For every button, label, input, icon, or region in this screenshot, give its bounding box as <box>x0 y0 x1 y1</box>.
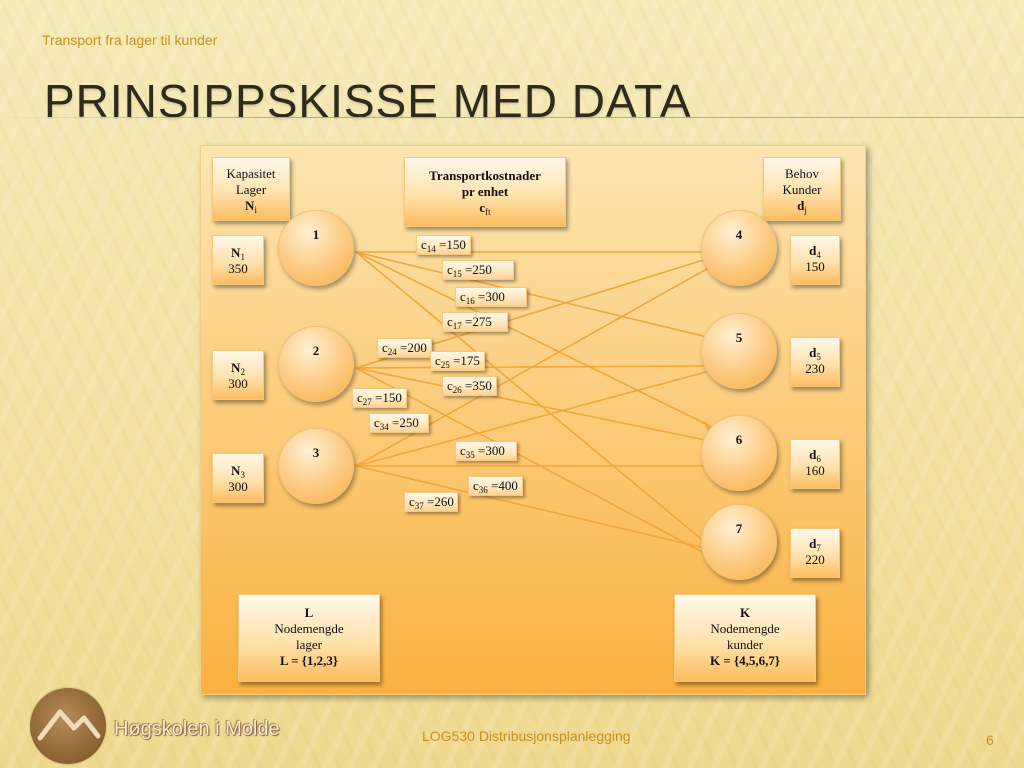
capacity-value: 300 <box>228 479 248 494</box>
demand-legend-line2: Kunder <box>782 182 822 197</box>
edge-1-6 <box>355 251 711 427</box>
demand-box-7: d7 220 <box>790 528 840 578</box>
set-name: L <box>304 605 314 620</box>
cost-label-35: c35 =300 <box>455 441 517 461</box>
demand-box-5: d5 230 <box>790 337 840 387</box>
footer-course: LOG530 Distribusjonsplanlegging <box>422 728 631 744</box>
capacity-symbol: N2 <box>231 360 245 377</box>
set-formula: K = {4,5,6,7} <box>709 653 780 668</box>
cost-label-25: c25 =175 <box>430 351 485 371</box>
demand-box-6: d6 160 <box>790 439 840 489</box>
college-logo: Høgskolen i Molde <box>30 688 330 764</box>
capacity-box-2: N2 300 <box>212 350 264 400</box>
capacity-legend: Kapasitet Lager Ni <box>212 157 290 221</box>
capacity-value: 300 <box>228 376 248 391</box>
customer-node-4: 4 <box>701 210 777 286</box>
demand-legend-symbol: dj <box>797 198 807 215</box>
warehouse-node-3: 3 <box>278 428 354 504</box>
mountain-logo-icon <box>30 688 106 764</box>
set-name: K <box>739 605 751 620</box>
cost-legend-symbol: cft <box>479 200 491 217</box>
capacity-legend-symbol: Ni <box>245 198 257 215</box>
demand-value: 220 <box>805 552 825 567</box>
edge-3-5 <box>355 371 707 467</box>
edge-2-5 <box>355 365 704 369</box>
set-box-K: K Nodemengde kunder K = {4,5,6,7} <box>674 594 816 682</box>
set-line2: kunder <box>726 637 764 652</box>
cost-label-27: c27 =150 <box>352 388 407 408</box>
node-label: 1 <box>312 227 320 242</box>
demand-symbol: d7 <box>809 536 821 553</box>
cost-legend-line1: Transportkostnader <box>429 168 541 183</box>
node-label: 4 <box>735 227 743 242</box>
warehouse-node-1: 1 <box>278 210 354 286</box>
cost-legend-line2: pr enhet <box>461 184 509 199</box>
capacity-box-3: N3 300 <box>212 453 264 503</box>
page-number: 6 <box>986 732 994 748</box>
demand-symbol: d4 <box>809 243 821 260</box>
node-label: 2 <box>312 343 320 358</box>
demand-value: 150 <box>805 259 825 274</box>
node-label: 6 <box>735 432 743 447</box>
edge-1-7 <box>355 251 713 549</box>
edge-2-6 <box>355 367 706 441</box>
capacity-legend-line1: Kapasitet <box>226 166 276 181</box>
cost-label-14: c14 =150 <box>416 235 471 255</box>
capacity-symbol: N3 <box>231 463 245 480</box>
customer-node-6: 6 <box>701 415 777 491</box>
cost-label-15: c15 =250 <box>442 260 514 280</box>
node-label: 5 <box>735 330 743 345</box>
cost-label-17: c17 =275 <box>442 312 508 332</box>
cost-label-24: c24 =200 <box>377 338 432 358</box>
customer-node-5: 5 <box>701 313 777 389</box>
edge-2-7 <box>355 367 709 556</box>
demand-legend-line1: Behov <box>785 166 819 181</box>
title-rule <box>0 117 1024 118</box>
page-title: PRINSIPPSKISSE MED DATA <box>44 75 692 127</box>
capacity-box-1: N1 350 <box>212 235 264 285</box>
edge-3-7 <box>355 465 706 549</box>
node-label: 7 <box>735 521 743 536</box>
demand-symbol: d6 <box>809 447 821 464</box>
cost-label-36: c36 =400 <box>468 476 523 496</box>
cost-label-26: c26 =350 <box>442 376 497 396</box>
header-subtitle: Transport fra lager til kunder <box>42 32 218 48</box>
customer-node-7: 7 <box>701 504 777 580</box>
capacity-symbol: N1 <box>231 245 245 262</box>
capacity-legend-line2: Lager <box>235 182 267 197</box>
set-line2: lager <box>296 637 322 652</box>
set-line1: Nodemengde <box>710 621 780 636</box>
warehouse-node-2: 2 <box>278 326 354 402</box>
capacity-value: 350 <box>228 261 248 276</box>
cost-label-34: c34 =250 <box>369 413 429 433</box>
set-formula: L = {1,2,3} <box>279 653 339 668</box>
cost-label-37: c37 =260 <box>404 492 458 512</box>
logo-text: Høgskolen i Molde <box>114 718 280 740</box>
demand-value: 230 <box>805 361 825 376</box>
set-line1: Nodemengde <box>274 621 344 636</box>
demand-symbol: d5 <box>809 345 821 362</box>
demand-value: 160 <box>805 463 825 478</box>
demand-legend: Behov Kunder dj <box>763 157 841 221</box>
demand-box-4: d4 150 <box>790 235 840 285</box>
set-box-L: L Nodemengde lager L = {1,2,3} <box>238 594 380 682</box>
edge-1-5 <box>355 251 704 337</box>
cost-legend: Transportkostnader pr enhet cft <box>404 157 566 227</box>
node-label: 3 <box>312 445 320 460</box>
cost-label-16: c16 =300 <box>455 287 527 307</box>
